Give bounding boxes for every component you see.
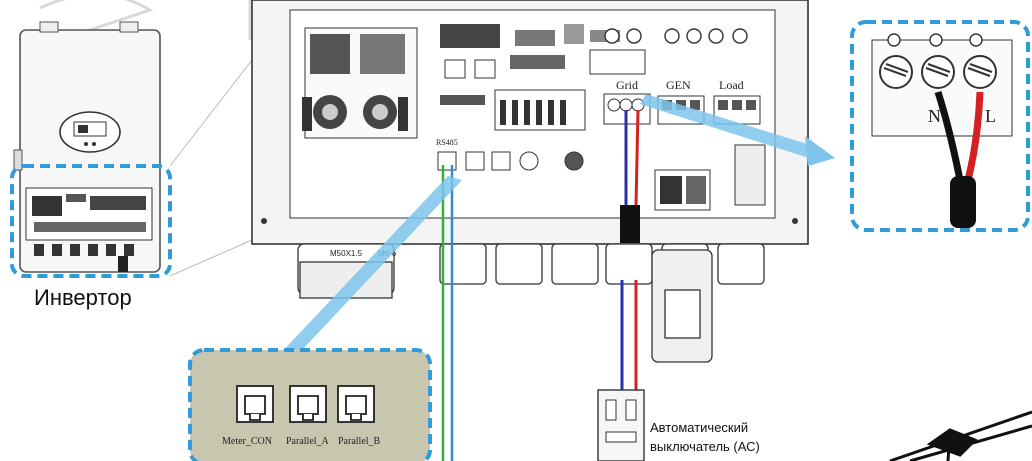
inverter-label: Инвертор bbox=[34, 285, 132, 310]
breaker-icon bbox=[597, 389, 645, 461]
control-board bbox=[440, 24, 646, 131]
top-terminal-row bbox=[604, 28, 748, 44]
gland-label-a: M50X1.5 bbox=[330, 249, 363, 258]
inverter-panel-enlarged: Grid GEN Load RS485 bbox=[251, 0, 809, 363]
terminal-screw-icon bbox=[921, 55, 955, 89]
grid-wiring bbox=[620, 109, 640, 400]
rs485-label: RS485 bbox=[436, 138, 458, 147]
cable-glands bbox=[297, 243, 765, 363]
terminal-screw-icon bbox=[879, 55, 913, 89]
inverter-unit bbox=[10, 21, 172, 278]
grid-terminal-callout: N L bbox=[850, 20, 1030, 232]
breaker-label-line1: Автоматический bbox=[650, 420, 748, 435]
port-label-parallel-a: Parallel_A bbox=[286, 436, 330, 447]
rj45-port-icon bbox=[236, 385, 274, 423]
rj45-port-icon bbox=[289, 385, 327, 423]
load-label: Load bbox=[719, 78, 744, 92]
breaker-label-line2: выключатель (АС) bbox=[650, 439, 760, 454]
inverter-display bbox=[59, 111, 121, 153]
gen-label: GEN bbox=[666, 78, 691, 92]
inverter-connection-area bbox=[25, 187, 153, 272]
port-label-meter: Meter_CON bbox=[222, 436, 272, 447]
grid-label: Grid bbox=[616, 78, 638, 92]
battery-terminals bbox=[302, 27, 418, 139]
inverter-highlight-callout bbox=[10, 164, 172, 278]
rs485-ports bbox=[437, 151, 584, 171]
terminal-screw-icon bbox=[963, 55, 997, 89]
rs485-wiring bbox=[441, 165, 454, 461]
rj45-port-icon bbox=[337, 385, 375, 423]
internal-breaker bbox=[654, 144, 766, 211]
l-terminal-label: L bbox=[985, 106, 996, 126]
ceiling-lamp-icon bbox=[889, 410, 1032, 461]
comm-ports-callout: Meter_CON Parallel_A Parallel_B bbox=[188, 348, 432, 461]
n-terminal-label: N bbox=[928, 106, 941, 126]
port-label-parallel-b: Parallel_B bbox=[338, 436, 381, 447]
zoom-perspective-lines bbox=[169, 59, 253, 277]
